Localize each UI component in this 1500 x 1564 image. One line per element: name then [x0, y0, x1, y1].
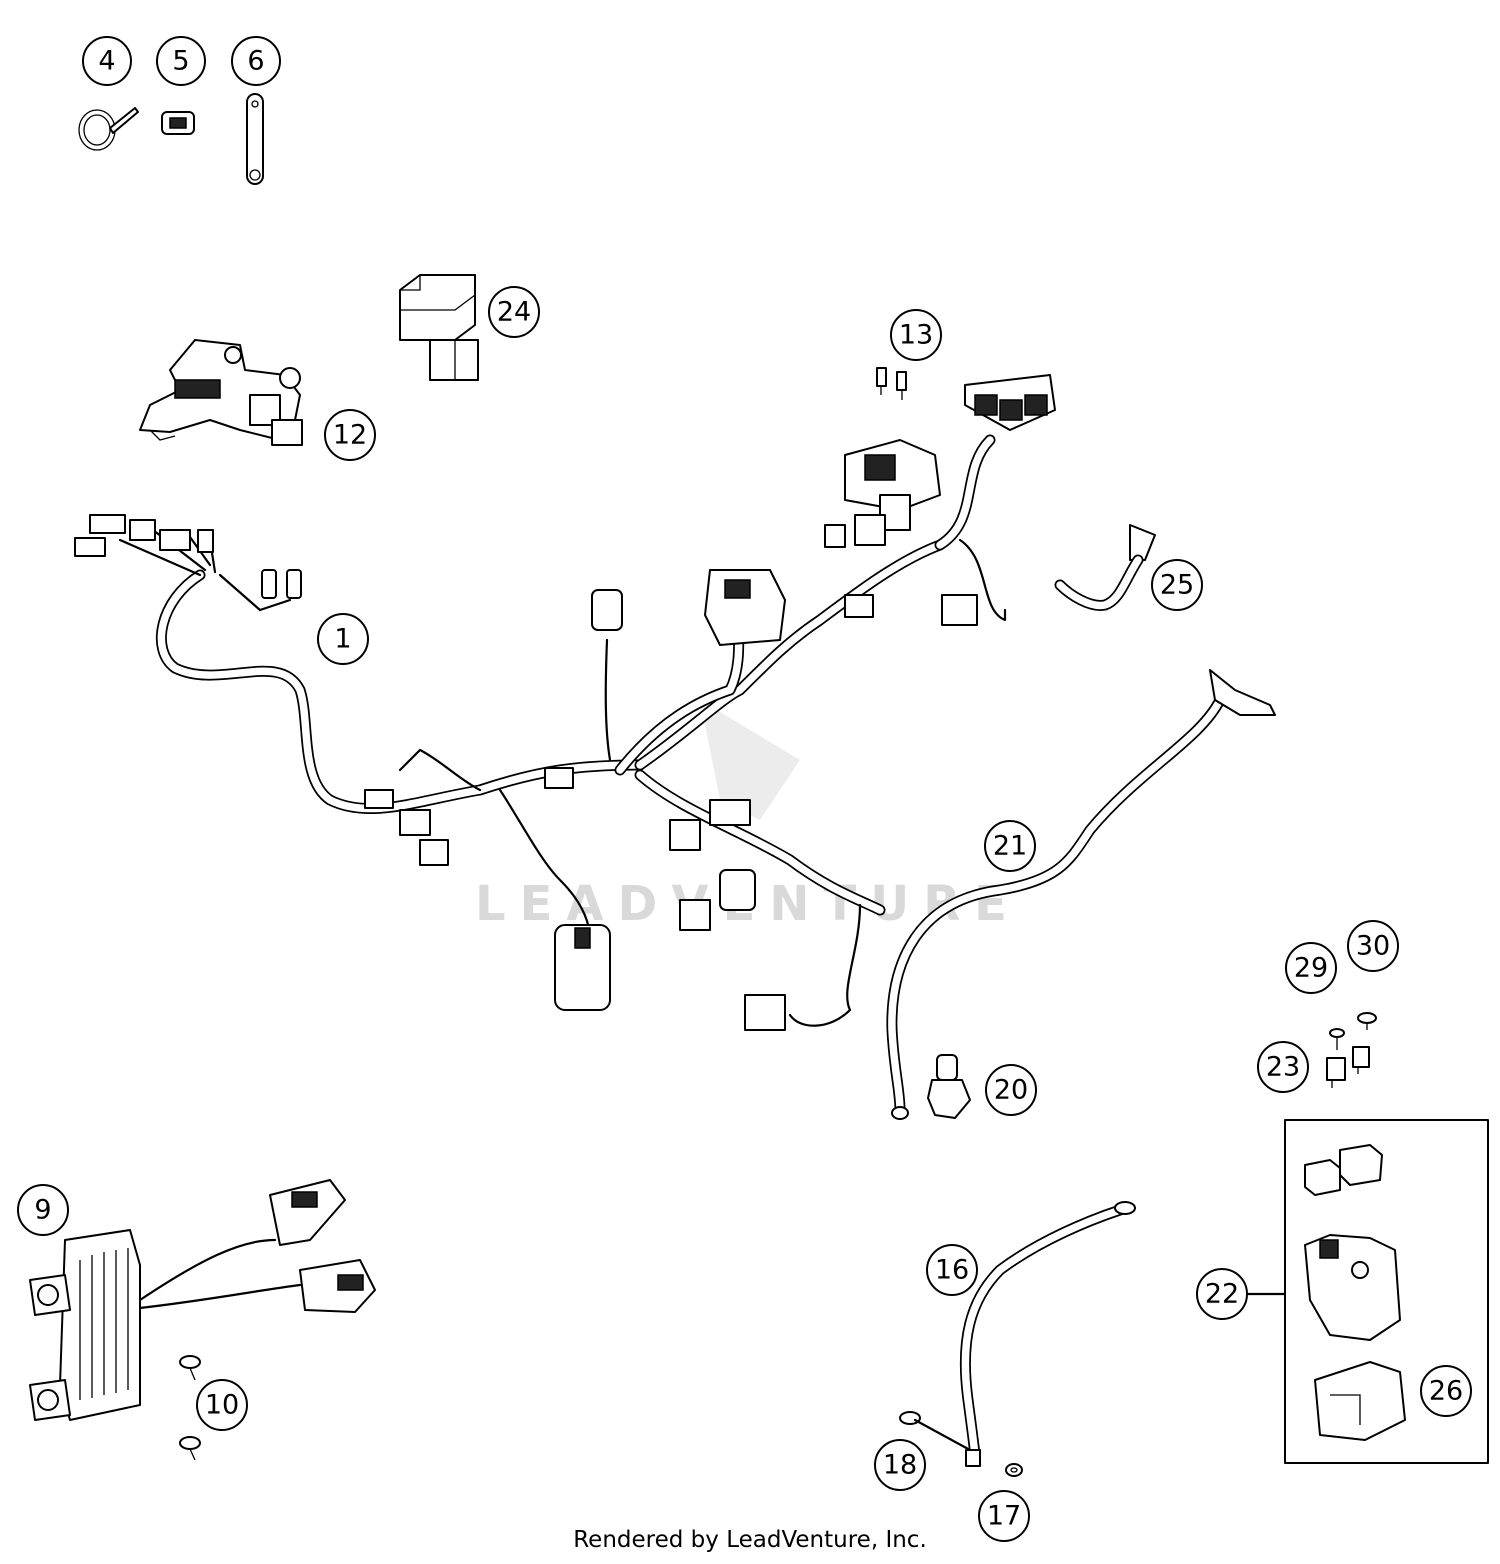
cable-tie-icon	[78, 107, 139, 151]
callout-29: 29	[1285, 942, 1337, 994]
strap-icon	[246, 93, 264, 185]
callout-6: 6	[231, 36, 281, 86]
callout-9: 9	[17, 1184, 69, 1236]
footer-credit: Rendered by LeadVenture, Inc.	[573, 1527, 927, 1553]
clip-icon	[161, 111, 195, 135]
svg-text:16: 16	[935, 1255, 969, 1286]
callout-4: 4	[82, 36, 132, 86]
svg-text:1: 1	[334, 624, 351, 655]
starter-relay-kit	[1246, 1119, 1489, 1464]
svg-text:13: 13	[899, 320, 933, 351]
bolt-icon	[179, 1355, 201, 1461]
svg-text:18: 18	[883, 1450, 917, 1481]
svg-text:9: 9	[34, 1195, 51, 1226]
svg-text:10: 10	[205, 1390, 239, 1421]
callout-25: 25	[1151, 559, 1203, 611]
svg-text:25: 25	[1160, 570, 1194, 601]
callout-16: 16	[926, 1244, 978, 1296]
svg-text:21: 21	[993, 831, 1027, 862]
svg-text:17: 17	[987, 1501, 1021, 1532]
svg-text:29: 29	[1294, 953, 1328, 984]
fuse-icon	[1326, 1046, 1370, 1088]
callout-10: 10	[196, 1379, 248, 1431]
terminal-nut-icon	[927, 1054, 971, 1119]
svg-text:5: 5	[172, 46, 189, 77]
svg-text:6: 6	[247, 46, 264, 77]
svg-text:23: 23	[1266, 1052, 1300, 1083]
svg-text:20: 20	[994, 1075, 1028, 1106]
callout-12: 12	[324, 409, 376, 461]
fuse-pair-icon	[876, 367, 907, 400]
callout-20: 20	[985, 1064, 1037, 1116]
svg-text:24: 24	[497, 297, 531, 328]
callout-13: 13	[890, 309, 942, 361]
callout-22: 22	[1196, 1268, 1248, 1320]
cable-boot-icon	[1054, 524, 1156, 611]
main-wiring-harness	[74, 374, 1056, 1031]
screw-icon	[1329, 1012, 1377, 1050]
svg-text:30: 30	[1356, 931, 1390, 962]
voltage-regulator-icon	[29, 1179, 376, 1421]
callout-18: 18	[874, 1439, 926, 1491]
callout-30: 30	[1347, 920, 1399, 972]
svg-text:22: 22	[1205, 1279, 1239, 1310]
svg-text:26: 26	[1429, 1376, 1463, 1407]
svg-text:12: 12	[333, 420, 367, 451]
callout-24: 24	[488, 286, 540, 338]
bolt-and-washer-icon	[899, 1411, 1023, 1477]
callout-21: 21	[984, 820, 1036, 872]
relay-icon	[399, 274, 479, 381]
battery-cable-icon	[886, 669, 1276, 1120]
callout-26: 26	[1420, 1365, 1472, 1417]
ground-cable-icon	[959, 1201, 1136, 1467]
callout-5: 5	[156, 36, 206, 86]
callout-23: 23	[1257, 1041, 1309, 1093]
svg-text:4: 4	[98, 46, 115, 77]
switch-bracket-icon	[139, 339, 303, 446]
callout-17: 17	[978, 1490, 1030, 1542]
callout-1: 1	[317, 613, 369, 665]
